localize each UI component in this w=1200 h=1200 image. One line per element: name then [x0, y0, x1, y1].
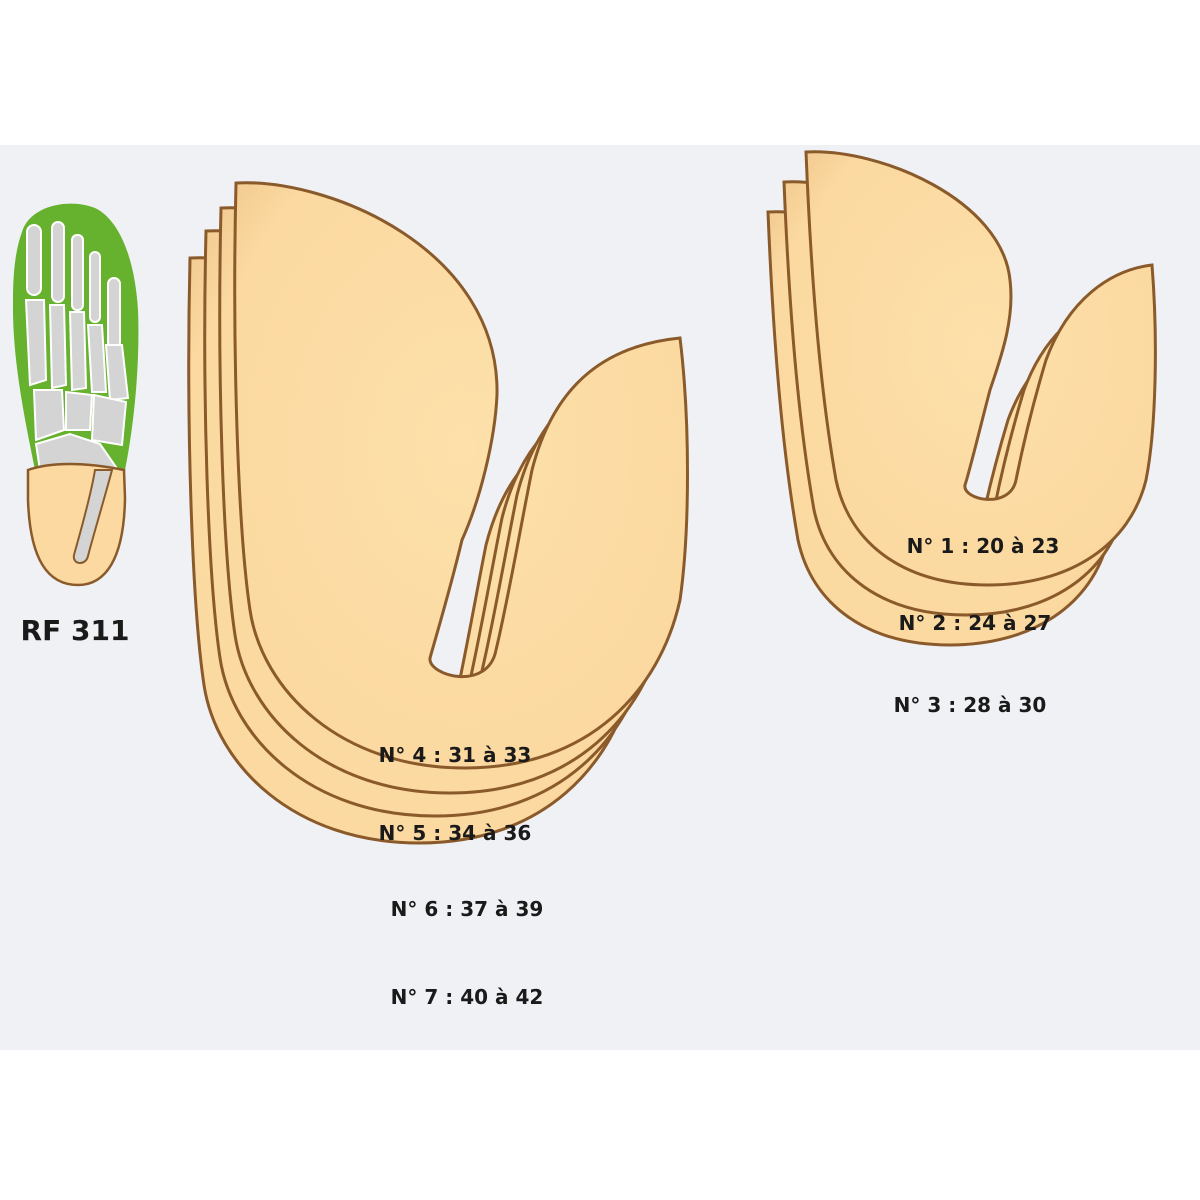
- heel-pad-thumbnail: [26, 462, 127, 587]
- reference-label: RF 311: [21, 614, 130, 647]
- large-pad-group: N° 4 : 31 à 33 N° 5 : 34 à 36 N° 6 : 37 …: [187, 181, 689, 1009]
- heel-pad-slot: [72, 469, 114, 564]
- size-label-3: N° 3 : 28 à 30: [894, 693, 1047, 717]
- pad-size-4: [233, 181, 689, 770]
- small-pad-group: N° 1 : 20 à 23 N° 2 : 24 à 27 N° 3 : 28 …: [766, 150, 1157, 717]
- size-label-2: N° 2 : 24 à 27: [899, 611, 1052, 635]
- foot-bones: [24, 221, 130, 471]
- pad-size-1: [804, 150, 1157, 587]
- size-label-7: N° 7 : 40 à 42: [391, 985, 544, 1009]
- size-label-1: N° 1 : 20 à 23: [907, 534, 1060, 558]
- size-label-6: N° 6 : 37 à 39: [391, 897, 544, 921]
- foot-thumbnail: RF 311: [12, 203, 139, 647]
- size-label-4: N° 4 : 31 à 33: [379, 743, 532, 767]
- size-label-5: N° 5 : 34 à 36: [379, 821, 532, 845]
